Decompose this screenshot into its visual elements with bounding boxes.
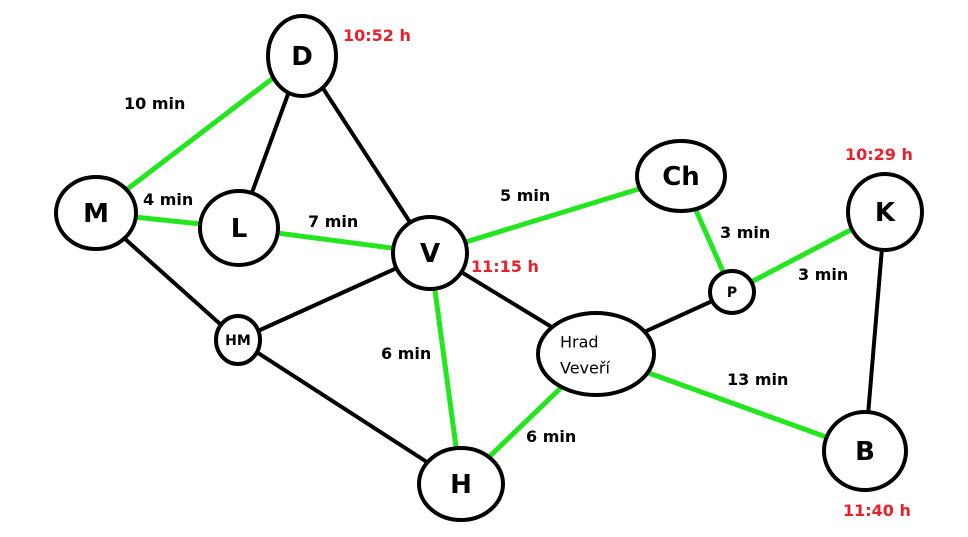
node-label: P [727, 285, 737, 301]
edge-weight-label: 13 min [727, 370, 788, 389]
node-d: D [266, 14, 338, 98]
node-circle [214, 314, 262, 366]
node-v: V [391, 215, 469, 291]
arrival-time-label: 10:29 h [845, 145, 913, 164]
node-label: HM [225, 333, 251, 349]
node-label: Ch [662, 162, 700, 192]
node-l: L [198, 189, 280, 267]
node-h: H [417, 446, 505, 522]
node-circle [198, 189, 280, 267]
node-circle [417, 446, 505, 522]
node-b: B [822, 410, 908, 492]
node-label: H [450, 470, 472, 500]
edge-weight-label: 7 min [308, 212, 358, 231]
edge-v-h [427, 250, 464, 487]
edge-weight-label: 6 min [381, 344, 431, 363]
edge-weight-label: 3 min [798, 265, 848, 284]
edge-weight-label: 5 min [500, 186, 550, 205]
node-label: V [420, 239, 440, 269]
node-label-line: Veveří [560, 359, 610, 378]
node-circle [391, 215, 469, 291]
arrival-time-label: 11:15 h [471, 257, 539, 276]
edge-weight-label: 6 min [526, 427, 576, 446]
node-label-line: Hrad [560, 333, 599, 352]
node-label: D [291, 42, 313, 72]
node-hm: HM [214, 314, 262, 366]
edge-weight-label: 10 min [124, 94, 185, 113]
node-circle [822, 410, 908, 492]
node-m: M [54, 175, 138, 251]
node-circle [54, 175, 138, 251]
node-label: L [231, 214, 248, 244]
edge-weight-label: 3 min [720, 223, 770, 242]
arrival-time-label: 10:52 h [343, 26, 411, 45]
edge-m-d [93, 53, 305, 216]
node-circle [846, 172, 924, 252]
node-ch: Ch [635, 139, 727, 213]
arrival-time-label: 11:40 h [843, 501, 911, 520]
node-k: K [846, 172, 924, 252]
node-circle [266, 14, 338, 98]
node-label: M [83, 199, 109, 229]
labels-layer: 10 min 4 min 7 min 6 min 5 min 6 min 3 min 3 mi… [124, 26, 913, 520]
node-label: K [875, 198, 896, 228]
node-circle [708, 269, 756, 315]
node-circle [635, 139, 727, 213]
node-circle [536, 311, 656, 397]
node-p: P [708, 269, 756, 315]
node-label: B [855, 437, 875, 467]
edge-weight-label: 4 min [143, 190, 193, 209]
edge-hm-h [236, 338, 463, 486]
